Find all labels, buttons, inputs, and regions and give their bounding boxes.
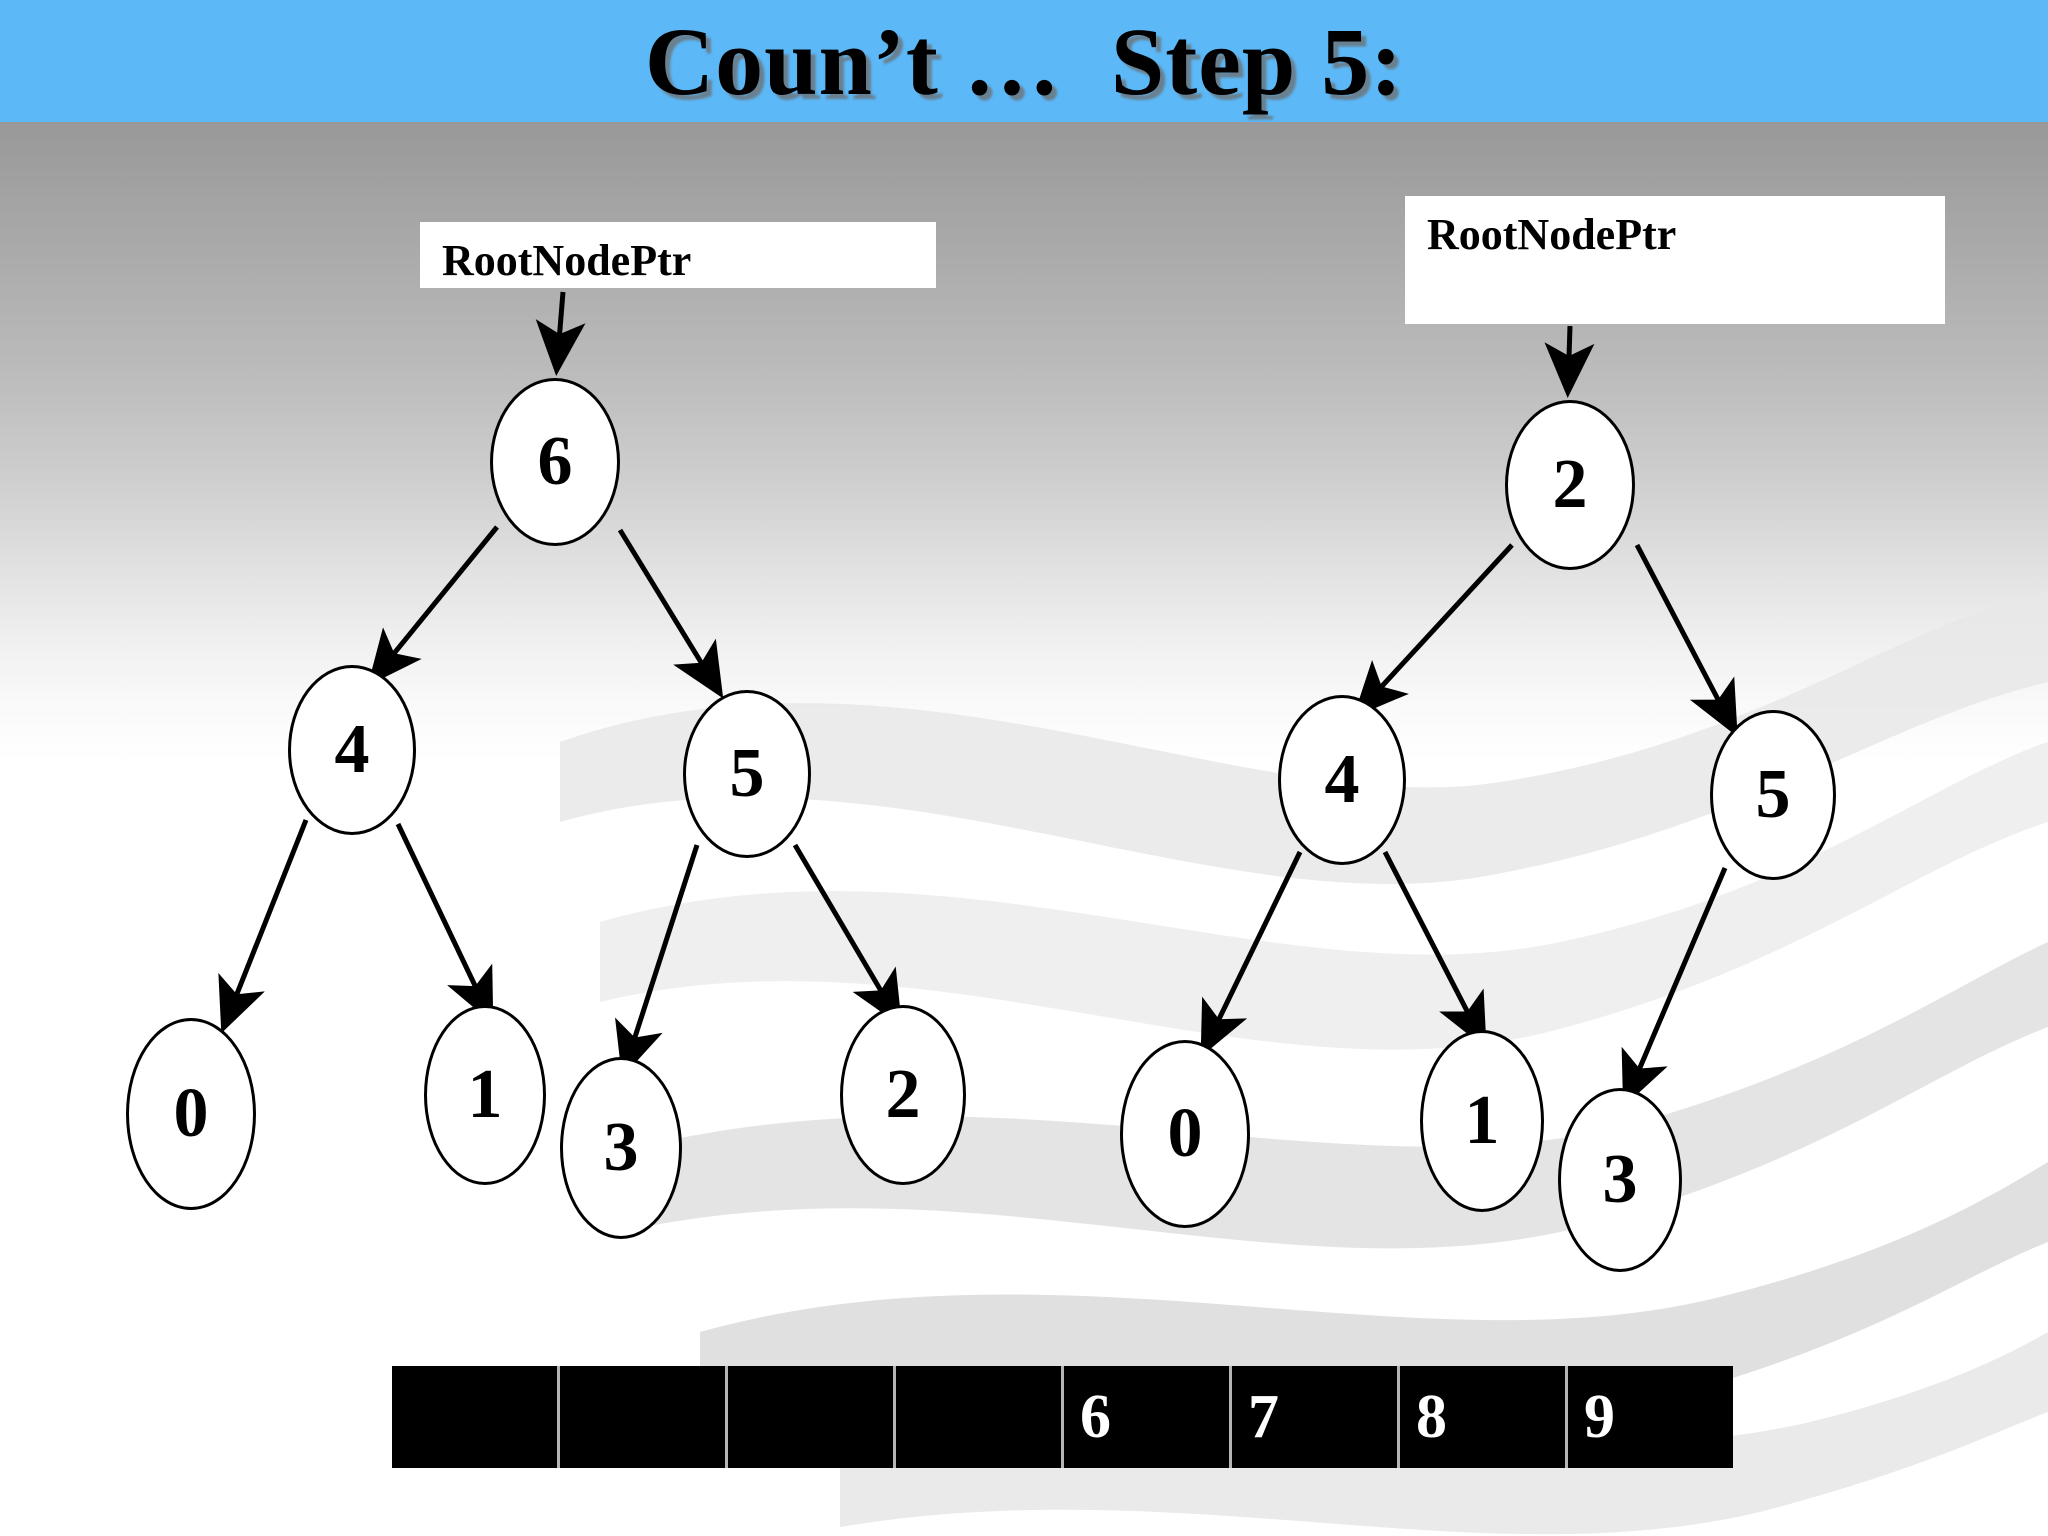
tree-node-value: 2 [885,1056,921,1133]
array-cell[interactable] [728,1366,893,1468]
array-cell-value: 6 [1080,1383,1111,1451]
array-cell[interactable]: 6 [1064,1366,1229,1468]
tree-node-right-1[interactable]: 1 [1420,1030,1544,1212]
array-cell-value: 8 [1416,1383,1447,1451]
array-cell[interactable] [560,1366,725,1468]
tree-node-value: 0 [1167,1095,1203,1172]
tree-node-left-root[interactable]: 6 [490,378,620,546]
array-cell[interactable]: 8 [1400,1366,1565,1468]
tree-node-value: 5 [729,735,765,812]
tree-node-left-4[interactable]: 4 [288,665,416,835]
page-title: Coun’t … Step 5: [644,8,1404,115]
tree-node-right-5[interactable]: 5 [1710,710,1836,880]
root-node-ptr-box-right: RootNodePtr [1405,196,1945,324]
tree-node-value: 6 [537,423,573,500]
tree-node-left-2[interactable]: 2 [840,1005,966,1185]
array-cell[interactable]: 9 [1568,1366,1733,1468]
array-cell[interactable]: 7 [1232,1366,1397,1468]
tree-node-right-0[interactable]: 0 [1120,1040,1250,1228]
tree-node-value: 1 [467,1056,503,1133]
title-banner [0,0,2048,122]
tree-node-right-4[interactable]: 4 [1278,695,1406,865]
root-node-ptr-label-right: RootNodePtr [1427,210,1677,259]
root-node-ptr-box-left: RootNodePtr [420,222,936,288]
tree-node-left-0[interactable]: 0 [126,1018,256,1210]
array-cell-value: 9 [1584,1383,1615,1451]
tree-node-right-root[interactable]: 2 [1505,400,1635,570]
tree-node-left-3[interactable]: 3 [560,1057,682,1239]
root-node-ptr-label-left: RootNodePtr [442,236,692,285]
array-cell[interactable] [896,1366,1061,1468]
tree-node-left-1[interactable]: 1 [424,1005,546,1185]
tree-node-value: 1 [1464,1082,1500,1159]
tree-node-value: 2 [1552,446,1588,523]
tree-node-left-5[interactable]: 5 [683,690,811,858]
array-table: 6 7 8 9 [392,1366,1733,1468]
tree-node-right-3[interactable]: 3 [1558,1088,1682,1272]
tree-node-value: 4 [334,711,370,788]
tree-node-value: 0 [173,1075,209,1152]
tree-node-value: 4 [1324,741,1360,818]
tree-node-value: 3 [1602,1141,1638,1218]
array-cell[interactable] [392,1366,557,1468]
tree-node-value: 3 [603,1109,639,1186]
array-cell-value: 7 [1248,1383,1279,1451]
tree-node-value: 5 [1755,756,1791,833]
